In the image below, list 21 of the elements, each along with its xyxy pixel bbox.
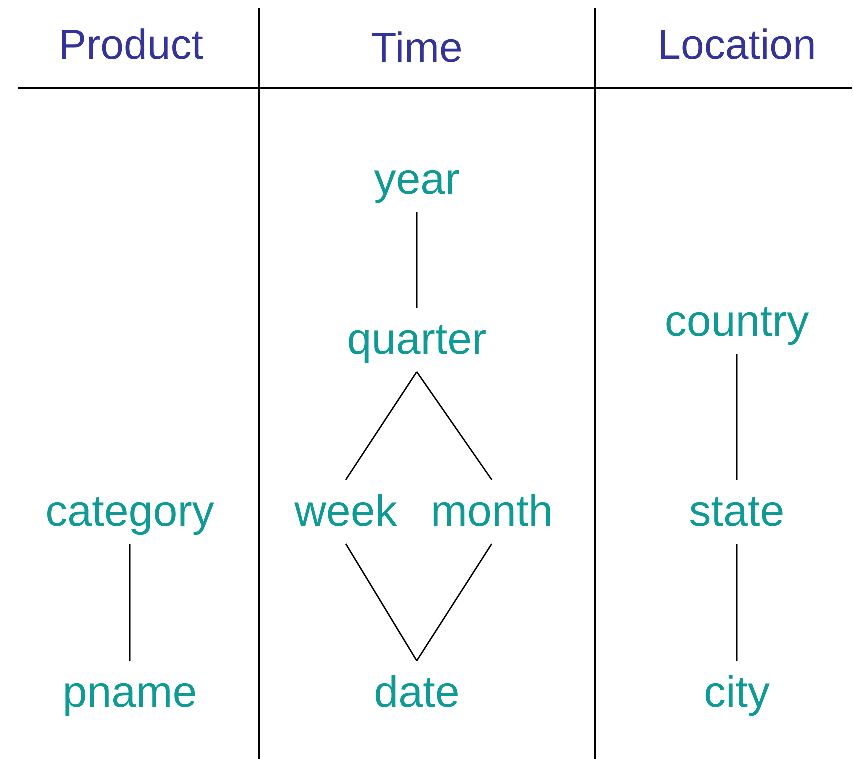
level-label: pname [62,671,198,715]
connector-line [736,544,738,661]
connector-line [129,544,131,661]
level-label: week [294,490,398,534]
level-label: category [46,490,214,534]
connector-line [416,212,418,308]
level-label: country [664,300,810,344]
connector-line [736,354,738,480]
column-heading: Location [658,24,816,66]
level-label: state [689,490,785,534]
connector-line [345,372,418,480]
column-heading: Product [58,24,204,66]
level-label: year [374,158,460,202]
level-label: quarter [347,318,487,362]
level-label: city [704,671,770,715]
connector-line [345,544,418,662]
column-heading: Time [371,27,463,69]
connector-line [416,372,493,480]
level-label: date [374,671,460,715]
connector-line [416,544,493,662]
level-label: month [430,490,554,534]
